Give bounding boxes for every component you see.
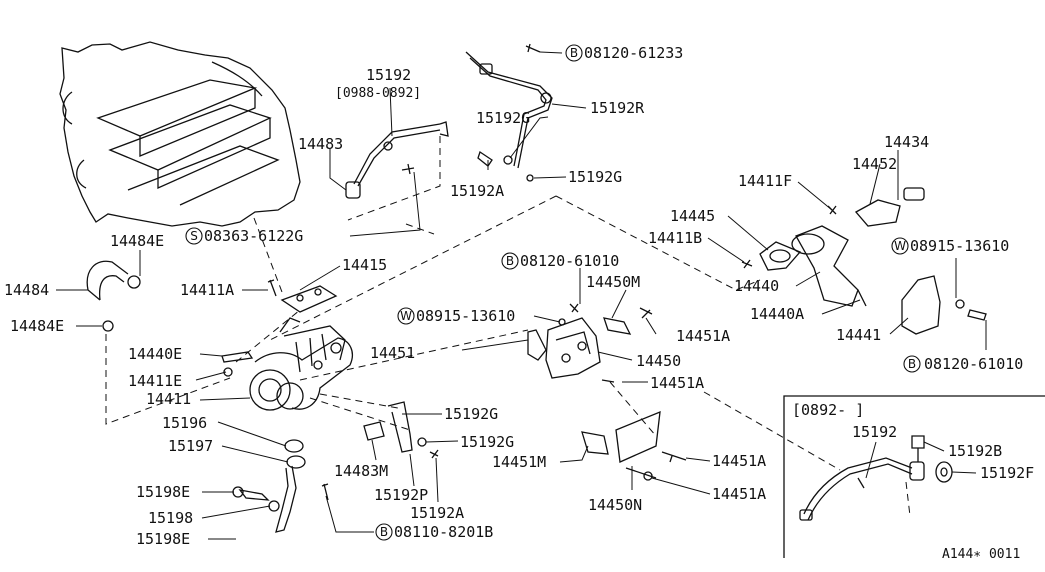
label-14484: 14484 xyxy=(4,281,49,299)
nut-14411E xyxy=(223,367,233,377)
label-14451A-1: 14451A xyxy=(676,327,730,345)
bolt-mark-letter: B xyxy=(570,46,578,60)
label-14451: 14451 xyxy=(370,344,415,362)
label-15197: 15197 xyxy=(168,437,213,455)
label-08110-8201B: 08110-8201B xyxy=(394,523,493,541)
label-14411: 14411 xyxy=(146,390,191,408)
bolt-mark-letter: B xyxy=(380,525,388,539)
label-15192P: 15192P xyxy=(374,486,428,504)
screw-mark-08363-6122G: S xyxy=(185,227,203,245)
label-14483: 14483 xyxy=(298,135,343,153)
label-14451A-2: 14451A xyxy=(650,374,704,392)
label-14452: 14452 xyxy=(852,155,897,173)
label-15192G-c: 15192G xyxy=(444,405,498,423)
label-15192R: 15192R xyxy=(590,99,645,117)
label-14411B: 14411B xyxy=(648,229,702,247)
label-14483M: 14483M xyxy=(334,462,388,480)
label-08915-13610-right: 08915-13610 xyxy=(910,237,1009,255)
bracket-14450N xyxy=(581,410,687,481)
label-14484E-bottom: 14484E xyxy=(10,317,64,335)
label-08120-61233: 08120-61233 xyxy=(584,44,683,62)
leader-lines xyxy=(56,51,987,540)
label-14434: 14434 xyxy=(884,133,929,151)
label-15198: 15198 xyxy=(148,509,193,527)
label-08120-61010-right: 08120-61010 xyxy=(924,355,1023,373)
label-14450M: 14450M xyxy=(586,273,640,291)
label-inset-15192F: 15192F xyxy=(980,464,1034,482)
bolt-mark-letter: B xyxy=(506,254,514,268)
label-14451A-4: 14451A xyxy=(712,485,766,503)
label-15192G-d: 15192G xyxy=(460,433,514,451)
engine-block-outline xyxy=(59,41,301,227)
label-inset-15192B: 15192B xyxy=(948,442,1002,460)
label-14450: 14450 xyxy=(636,352,681,370)
part-labels: 15192 [0988-0892] 14483 B 08120-61233 15… xyxy=(4,44,1034,562)
label-15198E-a: 15198E xyxy=(136,483,190,501)
label-15198E-b: 15198E xyxy=(136,530,190,548)
label-15192G-a: 15192G xyxy=(476,109,530,127)
label-15192A-top: 15192A xyxy=(450,182,504,200)
label-14440A: 14440A xyxy=(750,305,804,323)
turbocharger xyxy=(249,317,353,411)
bolt-mark-08120-61233: B xyxy=(565,44,583,62)
label-14440E: 14440E xyxy=(128,345,182,363)
heat-shield-14441 xyxy=(901,275,987,335)
label-14411E: 14411E xyxy=(128,372,182,390)
label-15192G-b: 15192G xyxy=(568,168,622,186)
gasket-14415 xyxy=(280,285,338,313)
label-14440: 14440 xyxy=(734,277,779,295)
bolt-mark-08120-61010-mid: B xyxy=(501,252,519,270)
bolt-mark-08120-61010-right: B xyxy=(903,355,921,373)
label-15192-date-range: [0988-0892] xyxy=(335,86,421,101)
label-14411A: 14411A xyxy=(180,281,234,299)
label-inset-15192: 15192 xyxy=(852,423,897,441)
label-14445: 14445 xyxy=(670,207,715,225)
dashed-reference-lines xyxy=(105,136,911,517)
stud-14411A xyxy=(267,279,277,297)
label-15192A-bottom: 15192A xyxy=(410,504,464,522)
label-14484E-top: 14484E xyxy=(110,232,164,250)
bolt-mark-08110-8201B: B xyxy=(375,523,393,541)
label-15192-top: 15192 xyxy=(366,66,411,84)
washer-mark-letter: W xyxy=(400,309,412,323)
washer-mark-08915-13610-right: W xyxy=(891,237,909,255)
label-14441: 14441 xyxy=(836,326,881,344)
label-08363-6122G: 08363-6122G xyxy=(204,227,303,245)
label-inset-date-range: [0892- ] xyxy=(792,401,864,419)
label-14451M: 14451M xyxy=(492,453,546,471)
label-14411F: 14411F xyxy=(738,172,792,190)
label-14415: 14415 xyxy=(342,256,387,274)
inset-box xyxy=(783,395,1045,558)
washer-mark-08915-13610-mid: W xyxy=(397,307,415,325)
oil-drain-parts xyxy=(232,439,329,533)
label-15196: 15196 xyxy=(162,414,207,432)
label-08120-61010-mid: 08120-61010 xyxy=(520,252,619,270)
hose-14484 xyxy=(86,260,141,332)
diagram-code: A144∗ 0011 xyxy=(942,547,1020,562)
bracket-14450 xyxy=(527,303,653,383)
label-14451A-3: 14451A xyxy=(712,452,766,470)
bolt-mark-letter: B xyxy=(908,357,916,371)
screw-mark-letter: S xyxy=(190,229,198,243)
pipe-14440E xyxy=(221,351,254,363)
label-08915-13610-mid: 08915-13610 xyxy=(416,307,515,325)
washer-mark-letter: W xyxy=(894,239,906,253)
lower-pipe-parts xyxy=(363,401,439,459)
label-14450N: 14450N xyxy=(588,496,642,514)
oil-pipe-15192-upper xyxy=(345,121,449,199)
